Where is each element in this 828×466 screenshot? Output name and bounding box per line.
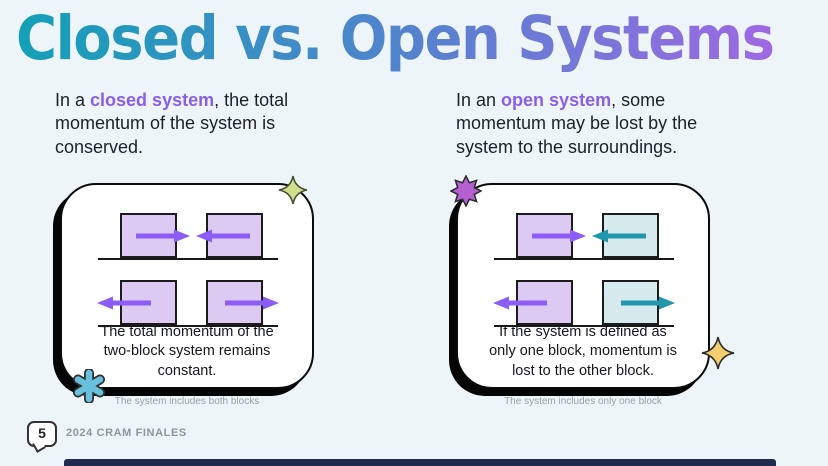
ground-line xyxy=(98,324,278,327)
open-system-card: If the system is defined as only one blo… xyxy=(456,183,710,389)
momentum-arrow-left-icon xyxy=(592,229,646,243)
page-number-badge: 5 xyxy=(27,421,57,453)
open-card-footnote: The system includes only one block xyxy=(504,396,662,407)
page-title: Closed vs. Open Systems xyxy=(16,4,775,75)
green-sparkle-icon xyxy=(278,175,308,205)
caption-line: constant. xyxy=(157,362,217,379)
intro-text-closed-system: In a closed system, the total momentum o… xyxy=(55,89,288,159)
momentum-arrow-right-icon xyxy=(621,296,675,310)
intro-pre: In an xyxy=(456,90,502,110)
intro-pre: In a xyxy=(55,90,91,110)
caption-line: The total momentum of the xyxy=(100,324,274,340)
intro-post: , some xyxy=(611,90,666,110)
intro-line: In an open system, some xyxy=(456,89,697,112)
open-card-top-diagram xyxy=(458,198,708,260)
closed-system-card: The total momentum of the two-block syst… xyxy=(60,183,314,389)
open-card-bottom-diagram xyxy=(458,265,708,327)
momentum-arrow-left-icon xyxy=(493,296,547,310)
momentum-arrow-right-icon xyxy=(225,296,279,310)
caption-line: If the system is defined as xyxy=(499,324,667,340)
intro-text-open-system: In an open system, some momentum may be … xyxy=(456,89,697,159)
intro-line: momentum may be lost by the xyxy=(456,113,698,134)
intro-line: conserved. xyxy=(55,136,144,157)
caption-line: two-block system remains xyxy=(103,343,271,360)
keyword-open-system: open system xyxy=(501,90,612,110)
caption-line: lost to the other block. xyxy=(512,362,654,379)
intro-post: , the total xyxy=(214,90,289,110)
closed-card-top-diagram xyxy=(62,198,312,260)
badge-tail xyxy=(32,439,46,453)
intro-line: system to the surroundings. xyxy=(456,136,678,157)
closed-card-bottom-diagram xyxy=(62,265,312,327)
intro-line: In a closed system, the total xyxy=(55,89,288,112)
closed-card-caption: The total momentum of the two-block syst… xyxy=(68,323,306,381)
open-card-caption: If the system is defined as only one blo… xyxy=(464,323,702,381)
ground-line xyxy=(494,257,674,260)
brand-label: 2024 CRAM FINALES xyxy=(66,427,187,439)
caption-line: only one block, momentum is xyxy=(489,343,677,360)
page-number: 5 xyxy=(38,425,46,441)
footer-bar xyxy=(64,459,776,466)
momentum-arrow-right-icon xyxy=(136,229,190,243)
ground-line xyxy=(494,324,674,327)
purple-burst-icon xyxy=(450,175,482,207)
blue-asterisk-icon xyxy=(73,369,105,403)
momentum-arrow-left-icon xyxy=(196,229,250,243)
closed-card-footnote: The system includes both blocks xyxy=(114,396,260,407)
momentum-arrow-right-icon xyxy=(532,229,586,243)
keyword-closed-system: closed system xyxy=(90,90,215,110)
momentum-arrow-left-icon xyxy=(97,296,151,310)
intro-line: momentum of the system is xyxy=(55,113,276,134)
ground-line xyxy=(98,257,278,260)
gold-sparkle-icon xyxy=(701,336,735,370)
